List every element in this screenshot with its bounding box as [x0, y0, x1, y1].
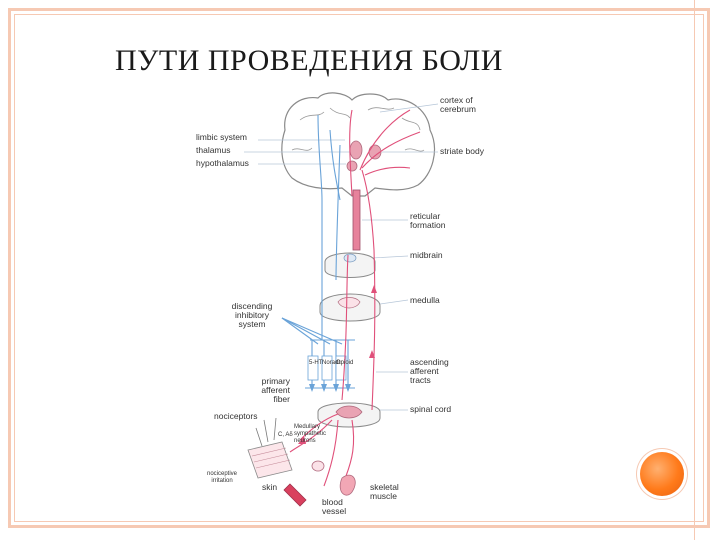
- label-ascending-tracts: ascending afferent tracts: [410, 357, 449, 385]
- striate-shape: [368, 144, 382, 160]
- label-limbic-system: limbic system: [196, 132, 248, 142]
- brain-gyri: [291, 107, 425, 152]
- slide-frame-outer: [8, 8, 710, 528]
- label-cortex: cortex of cerebrum: [440, 95, 476, 114]
- decorative-orange-orb: [640, 452, 684, 496]
- hypothalamus-shape: [346, 160, 358, 172]
- label-sympathetic-neurons: Medullary sympathetic neurons: [294, 424, 327, 444]
- label-transmitter-noradr: Noradr.: [322, 360, 342, 366]
- label-transmitter-5ht: 5-HT: [309, 360, 323, 366]
- blood-vessel-shape: [283, 483, 307, 507]
- slide-title: ПУТИ ПРОВЕДЕНИЯ БОЛИ: [115, 44, 503, 77]
- label-spinal-cord: spinal cord: [410, 404, 452, 414]
- label-striate-body: striate body: [440, 146, 484, 156]
- slide-edge-line: [694, 0, 695, 540]
- reticular-bar: [352, 189, 361, 251]
- label-skeletal-muscle: skeletal muscle: [370, 482, 399, 501]
- label-c-fibers: C, Aδ: [278, 432, 293, 438]
- label-thalamus: thalamus: [196, 145, 231, 155]
- label-nociceptors: nociceptors: [214, 411, 258, 421]
- label-midbrain: midbrain: [410, 250, 443, 260]
- pathway-arrows: [298, 285, 377, 444]
- label-primary-fiber: primary afferent fiber: [261, 376, 290, 404]
- slide-frame-inner: [14, 14, 704, 522]
- label-transmitter-opioid: Opioid: [336, 360, 354, 366]
- skin-block: [247, 417, 293, 479]
- label-medulla: medulla: [410, 295, 440, 305]
- ascending-pathway: [289, 109, 421, 487]
- thalamus-shape: [349, 140, 363, 160]
- label-reticular-formation: reticular formation: [410, 211, 446, 230]
- label-skin: skin: [262, 482, 278, 492]
- transmitter-boxes: [307, 355, 347, 381]
- ganglion-shape: [311, 460, 325, 472]
- label-hypothalamus: hypothalamus: [196, 158, 249, 168]
- label-blood-vessel: blood vessel: [322, 497, 347, 516]
- label-descending-system: discending inhibitory system: [231, 301, 273, 329]
- skeletal-muscle-shape: [339, 474, 356, 496]
- label-nociceptive-irritation: nociceptive irritation: [206, 471, 238, 484]
